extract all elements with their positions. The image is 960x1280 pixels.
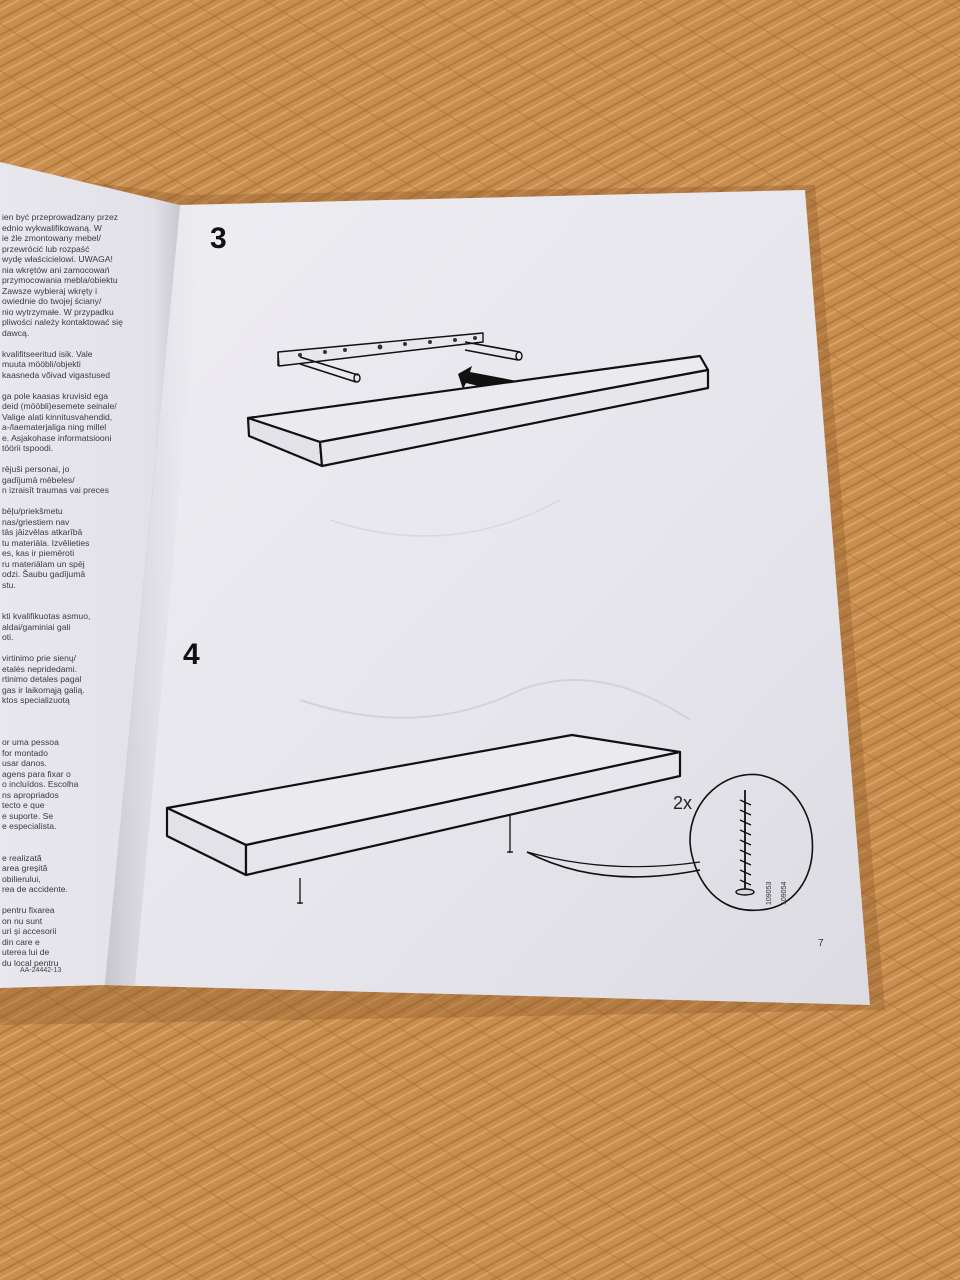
left-page-line: pentru fixarea (2, 905, 55, 915)
left-page-line: area greșită (2, 863, 48, 873)
left-page-line: deid (mööbli)esemete seinale/ (2, 401, 117, 411)
left-page-line: nio wytrzymałe. W przypadku (2, 306, 114, 317)
left-page-line: uterea lui de (2, 947, 50, 957)
left-page-line: nas/griestiem nav (2, 516, 70, 527)
left-page-line: kti kvalifikuotas asmuo, (2, 611, 91, 621)
left-page-line: n izraisīt traumas vai preces (2, 485, 109, 495)
left-page-line: du local pentru (2, 957, 59, 968)
left-page-line: rējuši personai, jo (2, 464, 70, 474)
left-page-line: virtinimo prie sienų/ (2, 653, 77, 663)
left-page-line: etalės nepridedami. (2, 663, 78, 674)
left-page-line: agens para fixar o (2, 768, 71, 779)
left-page-line: stu. (2, 579, 16, 590)
left-page-line: tecto e que (2, 800, 45, 810)
left-page-line: muuta mööbli/objekti (2, 359, 81, 369)
quantity-label: 2x (673, 793, 693, 813)
document-code: AA-24442-13 (20, 967, 62, 974)
left-page-line: e. Asjakohase informatsiooni (2, 432, 112, 443)
left-page-line: bēļu/priekšmetu (2, 506, 63, 516)
left-page-line: tu materiāla. Izvēlieties (2, 537, 90, 548)
left-page-line: aldai/gaminiai gali (2, 621, 71, 632)
left-page-line: dawcą. (2, 327, 30, 338)
left-page-line: din care e (2, 936, 40, 947)
left-page-line: or uma pessoa (2, 737, 59, 747)
left-page (0, 162, 180, 988)
left-page-line: usar danos. (2, 758, 47, 768)
left-page-line: Zawsze wybieraj wkręty i (2, 285, 98, 296)
step-4-illustration (165, 733, 814, 911)
step-number-3: 3 (210, 222, 227, 255)
left-page-line: ktos specializuotą (2, 695, 70, 705)
page-number: 7 (818, 938, 824, 949)
left-page-line: rtinimo detales pagal (2, 674, 82, 684)
left-page-line: ns apropriados (2, 789, 59, 800)
left-page-line: gas ir laikomąją galią. (2, 684, 85, 695)
left-page-line: ie źle zmontowany mebel/ (2, 233, 101, 243)
left-page-line: przymocowania mebla/obiektu (2, 275, 118, 285)
left-page-line: uri și accesorii (2, 926, 57, 936)
left-page-line: nia wkrętów ani zamocowań (2, 264, 110, 275)
left-page-line: es, kas ir piemēroti (2, 548, 75, 558)
left-page-line: odzi. Šaubu gadījumā (2, 569, 86, 579)
left-page-line: przewrócić lub rozpaść (2, 243, 90, 254)
left-page-line: ednio wykwalifikowaną. W (2, 222, 102, 233)
left-page-line: pliwości należy kontaktować się (2, 317, 123, 327)
left-page-line: oti. (2, 632, 14, 642)
left-page-line: tās jāizvēlas atkarībā (2, 527, 83, 537)
left-page-line: obilierului, (2, 873, 41, 884)
left-page-line: rea de accidente. (2, 884, 68, 894)
left-page-line: e especialista. (2, 821, 57, 831)
left-page-line: ru materiālam un spēj (2, 558, 85, 569)
left-page-line: o incluídos. Escolha (2, 779, 79, 789)
left-page-line: kaasneda võivad vigastused (2, 369, 110, 380)
screw-code-1: 109053 (766, 881, 773, 905)
left-page-line: a-/laematerjaliga ning millel (2, 422, 107, 432)
left-page-line: wydę właścicielowi. UWAGA! (2, 254, 113, 264)
left-page-line: kvalifitseeritud isik. Vale (2, 348, 93, 359)
step-3-illustration (246, 332, 710, 468)
left-page-line: owiednie do twojej ściany/ (2, 296, 102, 306)
left-page-line: ien być przeprowadzany przez (2, 212, 119, 222)
left-page-line: ga pole kaasas kruvisid ega (2, 390, 109, 401)
left-page-line: e suporte. Se (2, 810, 54, 821)
left-page-line: e realizată (2, 852, 42, 863)
step-number-4: 4 (183, 638, 200, 671)
left-page-line: on nu sunt (2, 915, 43, 926)
left-page-line: gadījumā mēbeles/ (2, 474, 75, 485)
screw-code-2: 109054 (781, 881, 788, 905)
left-page-line: töörii tspoodi. (2, 443, 54, 453)
left-page-line: Valige alati kinnitusvahendid, (2, 411, 113, 422)
left-page-line: for montado (2, 747, 48, 758)
